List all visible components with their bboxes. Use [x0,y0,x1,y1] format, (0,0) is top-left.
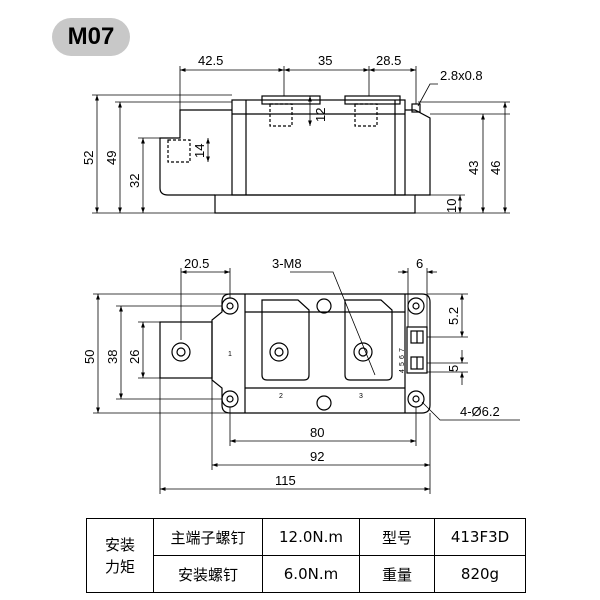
dim-50: 50 [82,350,97,364]
table-row: 安装 力矩 主端子螺钉 12.0N.m 型号 413F3D [86,518,526,593]
mounting-screw-label: 安装螺钉 [153,555,263,593]
plan-view-dimension-text: 20.5 3-M8 6 5.2 5 4-Ø6.2 50 38 26 80 92 … [82,256,500,488]
dim-20-5: 20.5 [184,256,209,271]
dim-12: 12 [313,108,328,122]
pin-label-6: 6 [399,355,406,359]
dim-2-8x0-8: 2.8x0.8 [440,68,483,83]
terminal-label-2: 2 [279,393,283,400]
side-view-outline [159,95,431,214]
dim-92: 92 [310,449,324,464]
dim-115: 115 [275,473,296,488]
spec-table: 安装 力矩 主端子螺钉 12.0N.m 型号 413F3D 安装螺钉 6.0N.… [86,518,526,593]
main-terminal-screw-label: 主端子螺钉 [153,518,263,556]
side-view-dimension-lines [92,66,510,214]
dim-35: 35 [318,53,332,68]
torque-label-line1: 安装 [104,535,135,554]
side-view-dimension-text: 42.5 35 28.5 2.8x0.8 12 14 52 49 32 43 4… [81,53,503,213]
dim-5: 5 [446,365,461,372]
model-badge: M07 [52,18,130,56]
torque-label-line2: 力矩 [104,557,135,576]
weight-label: 重量 [359,555,435,593]
dim-10: 10 [444,199,459,213]
dim-26: 26 [127,350,142,364]
pin-label-5: 5 [399,362,406,366]
dim-46: 46 [488,161,503,175]
terminal-label-3: 3 [359,393,363,400]
plan-view-outline [159,293,431,414]
torque-label-cell: 安装 力矩 [86,518,154,593]
dim-38: 38 [105,350,120,364]
pin-label-7: 7 [399,348,406,352]
pin-label-4: 4 [399,369,406,373]
dim-28-5: 28.5 [376,53,401,68]
mounting-torque-value: 6.0N.m [262,555,360,593]
main-terminal-torque-value: 12.0N.m [262,518,360,556]
weight-value: 820g [434,555,526,593]
terminal-label-1: 1 [228,351,232,358]
label-3-m8: 3-M8 [272,256,302,271]
dim-43: 43 [466,161,481,175]
plan-view-dimension-lines [93,268,520,494]
dimension-drawing: 42.5 35 28.5 2.8x0.8 12 14 52 49 32 43 4… [81,53,520,494]
dim-80: 80 [310,425,324,440]
model-value: 413F3D [434,518,526,556]
dim-52: 52 [81,151,96,165]
dim-5-2: 5.2 [446,307,461,325]
dim-6: 6 [416,256,423,271]
dim-42-5: 42.5 [198,53,223,68]
model-label: 型号 [359,518,435,556]
dim-14: 14 [192,144,207,158]
dim-32: 32 [127,174,142,188]
label-4-hole: 4-Ø6.2 [460,404,500,419]
table-row: 安装螺钉 6.0N.m 重量 820g [87,555,526,593]
dim-49: 49 [104,151,119,165]
